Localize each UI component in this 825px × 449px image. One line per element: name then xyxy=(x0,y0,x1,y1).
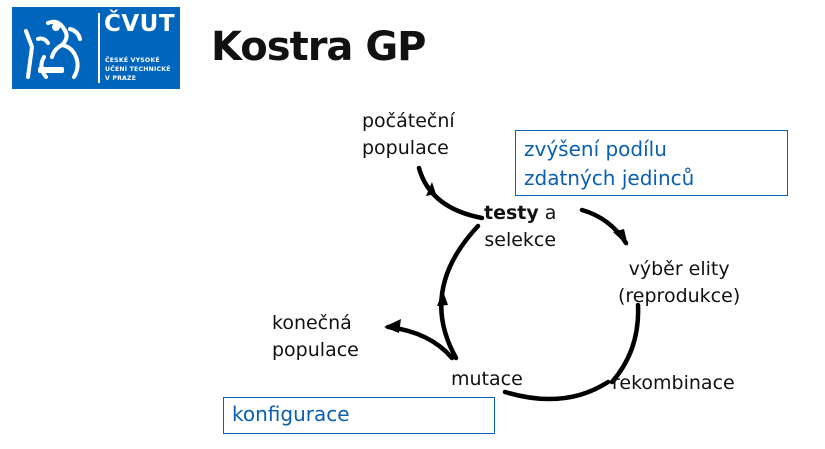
node-initial-line2: populace xyxy=(362,137,449,159)
arc-recombination-to-mutation xyxy=(502,379,611,402)
node-final-line1: konečná xyxy=(272,312,352,334)
node-selection-bold: testy xyxy=(484,202,539,224)
arrowhead-final xyxy=(384,319,401,333)
page-title: Kostra GP xyxy=(211,24,426,70)
arrow-selection-to-elite xyxy=(579,207,629,246)
arrowhead-elite xyxy=(613,229,628,246)
node-elite-line2: (reprodukce) xyxy=(618,285,741,307)
arc-mutation-to-selection xyxy=(439,223,481,361)
note-fitness-line1: zvýšení podílu xyxy=(524,137,667,161)
logo-wordmark: ČVUT xyxy=(104,11,176,37)
arrow-initial-to-selection xyxy=(416,165,485,221)
node-final-population: konečná populace xyxy=(272,310,359,364)
note-fitness-increase: zvýšení podílu zdatných jedinců xyxy=(515,130,788,196)
node-initial-population: počáteční populace xyxy=(362,108,455,162)
node-mutation-line1: mutace xyxy=(451,368,523,390)
node-initial-line1: počáteční xyxy=(362,110,455,132)
node-recombination: rekombinace xyxy=(612,370,735,397)
cvut-logo: ČVUT ČESKÉ VYSOKÉ UČENÍ TECHNICKÉ V PRAZ… xyxy=(12,7,180,89)
node-final-line2: populace xyxy=(272,339,359,361)
logo-line-1: ČESKÉ VYSOKÉ xyxy=(105,57,160,64)
arrowhead-selection xyxy=(426,182,436,196)
node-selection: testy a selekce xyxy=(484,200,556,254)
node-selection-line1: testy a xyxy=(484,200,556,227)
note-fitness-line2: zdatných jedinců xyxy=(524,166,695,190)
node-selection-line2: selekce xyxy=(484,229,557,251)
note-config-line1: konfigurace xyxy=(232,402,350,426)
node-mutation: mutace xyxy=(451,366,523,393)
node-recombination-line1: rekombinace xyxy=(612,372,735,394)
lion-emblem-icon xyxy=(24,19,82,79)
node-selection-rest: a xyxy=(538,202,557,224)
arrowhead-mutation-up xyxy=(437,291,448,306)
node-elite: výběr elity (reprodukce) xyxy=(618,256,740,310)
node-elite-line1: výběr elity xyxy=(628,258,730,280)
logo-line-2: UČENÍ TECHNICKÉ xyxy=(105,66,171,73)
arc-elite-to-recombination xyxy=(609,302,641,385)
note-configuration: konfigurace xyxy=(223,397,495,434)
logo-separator xyxy=(98,13,100,83)
logo-line-3: V PRAZE xyxy=(105,75,137,82)
